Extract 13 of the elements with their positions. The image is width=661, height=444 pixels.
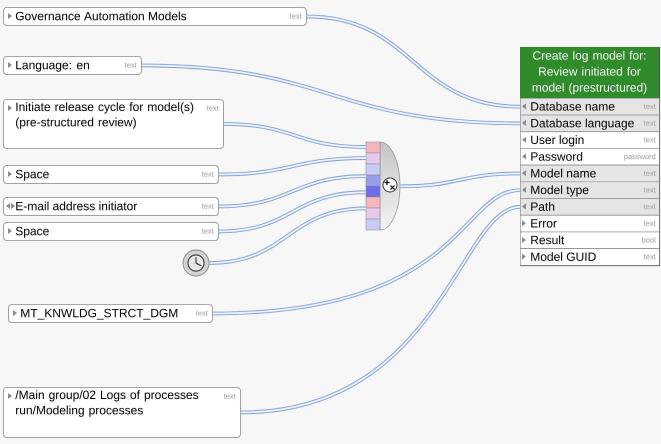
connector: [142, 64, 520, 126]
connector: [240, 205, 521, 414]
connector: [218, 190, 366, 234]
connector: [218, 156, 366, 176]
clock-icon: [182, 250, 210, 276]
panel-header: Create log model for: Review initiated for model (prestructured): [520, 47, 659, 98]
connector: [306, 14, 520, 109]
connector: [400, 172, 520, 188]
connector: [212, 188, 520, 316]
connector: [218, 174, 366, 208]
connector: [209, 206, 366, 265]
concat-operator: [366, 142, 400, 230]
connector: [224, 122, 366, 149]
